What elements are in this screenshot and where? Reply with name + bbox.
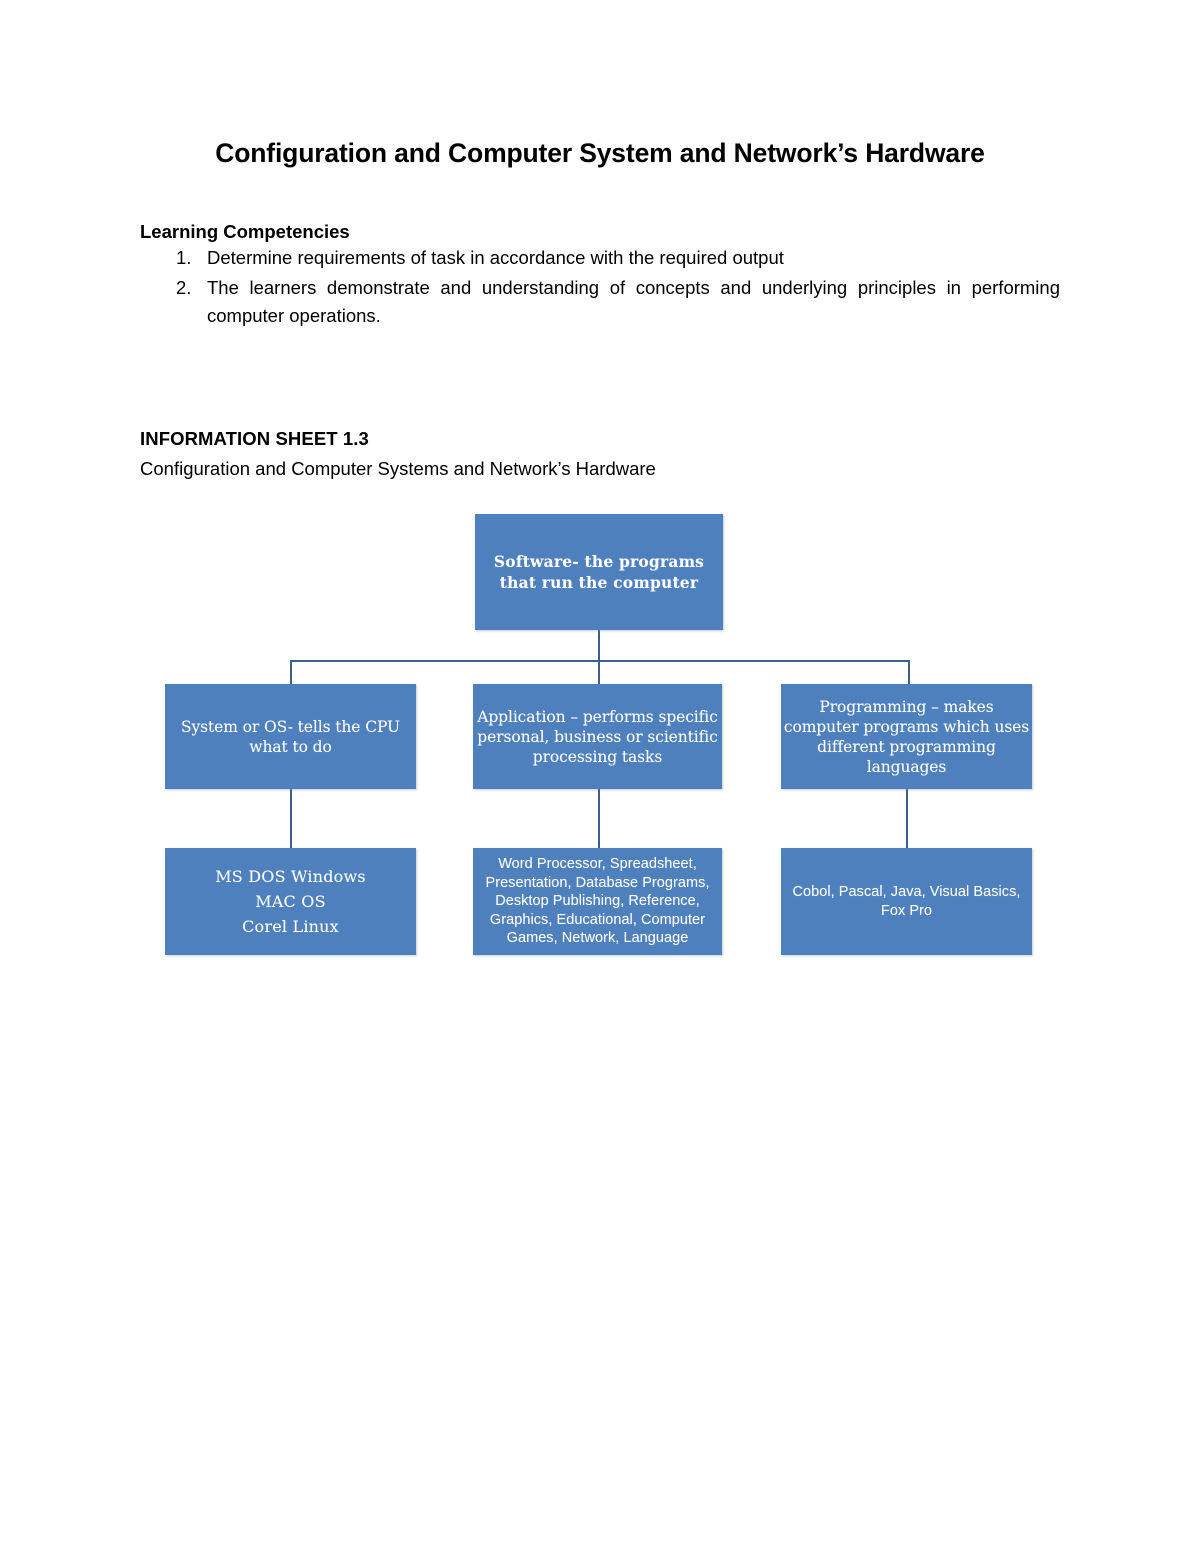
diagram-node-label: Application – performs specific personal…: [477, 707, 718, 766]
diagram-node-software-root: Software- the programs that run the comp…: [475, 514, 723, 630]
diagram-node-label: Programming – makes computer programs wh…: [783, 697, 1030, 776]
diagram-node-label: MS DOS Windows MAC OS Corel Linux: [215, 867, 366, 936]
diagram-node-label: Cobol, Pascal, Java, Visual Basics, Fox …: [792, 884, 1021, 919]
diagram-node-label: Word Processor, Spreadsheet, Presentatio…: [485, 856, 710, 947]
diagram-node-label: System or OS- tells the CPU what to do: [181, 717, 400, 756]
connector-programming-to-examples: [906, 789, 908, 849]
list-item: 2. The learners demonstrate and understa…: [140, 274, 1060, 330]
connector-drop-left: [290, 660, 292, 686]
page-title: Configuration and Computer System and Ne…: [215, 138, 985, 168]
connector-application-to-examples: [598, 789, 600, 849]
connector-root-stem: [598, 630, 600, 687]
diagram-node-programming-examples: Cobol, Pascal, Java, Visual Basics, Fox …: [781, 848, 1032, 955]
learning-competencies-heading: Learning Competencies: [140, 221, 350, 242]
diagram-node-programming: Programming – makes computer programs wh…: [781, 684, 1032, 789]
connector-os-to-examples: [290, 789, 292, 849]
diagram-node-label: Software- the programs that run the comp…: [493, 552, 705, 592]
list-item-number: 2.: [176, 277, 192, 298]
diagram-node-application-examples: Word Processor, Spreadsheet, Presentatio…: [473, 848, 722, 955]
diagram-node-application: Application – performs specific personal…: [473, 684, 722, 789]
connector-horizontal-bus: [290, 660, 910, 662]
diagram-node-system-os: System or OS- tells the CPU what to do: [165, 684, 416, 789]
information-sheet-heading: INFORMATION SHEET 1.3: [140, 428, 369, 449]
list-item-number: 1.: [176, 247, 192, 268]
list-item-text: Determine requirements of task in accord…: [207, 247, 784, 268]
list-item-text: The learners demonstrate and understandi…: [207, 277, 1060, 326]
diagram-node-system-os-examples: MS DOS Windows MAC OS Corel Linux: [165, 848, 416, 955]
information-sheet-subtitle: Configuration and Computer Systems and N…: [140, 458, 656, 479]
learning-competencies-list: 1. Determine requirements of task in acc…: [140, 244, 1060, 332]
connector-drop-right: [908, 660, 910, 686]
list-item: 1. Determine requirements of task in acc…: [140, 244, 1060, 272]
